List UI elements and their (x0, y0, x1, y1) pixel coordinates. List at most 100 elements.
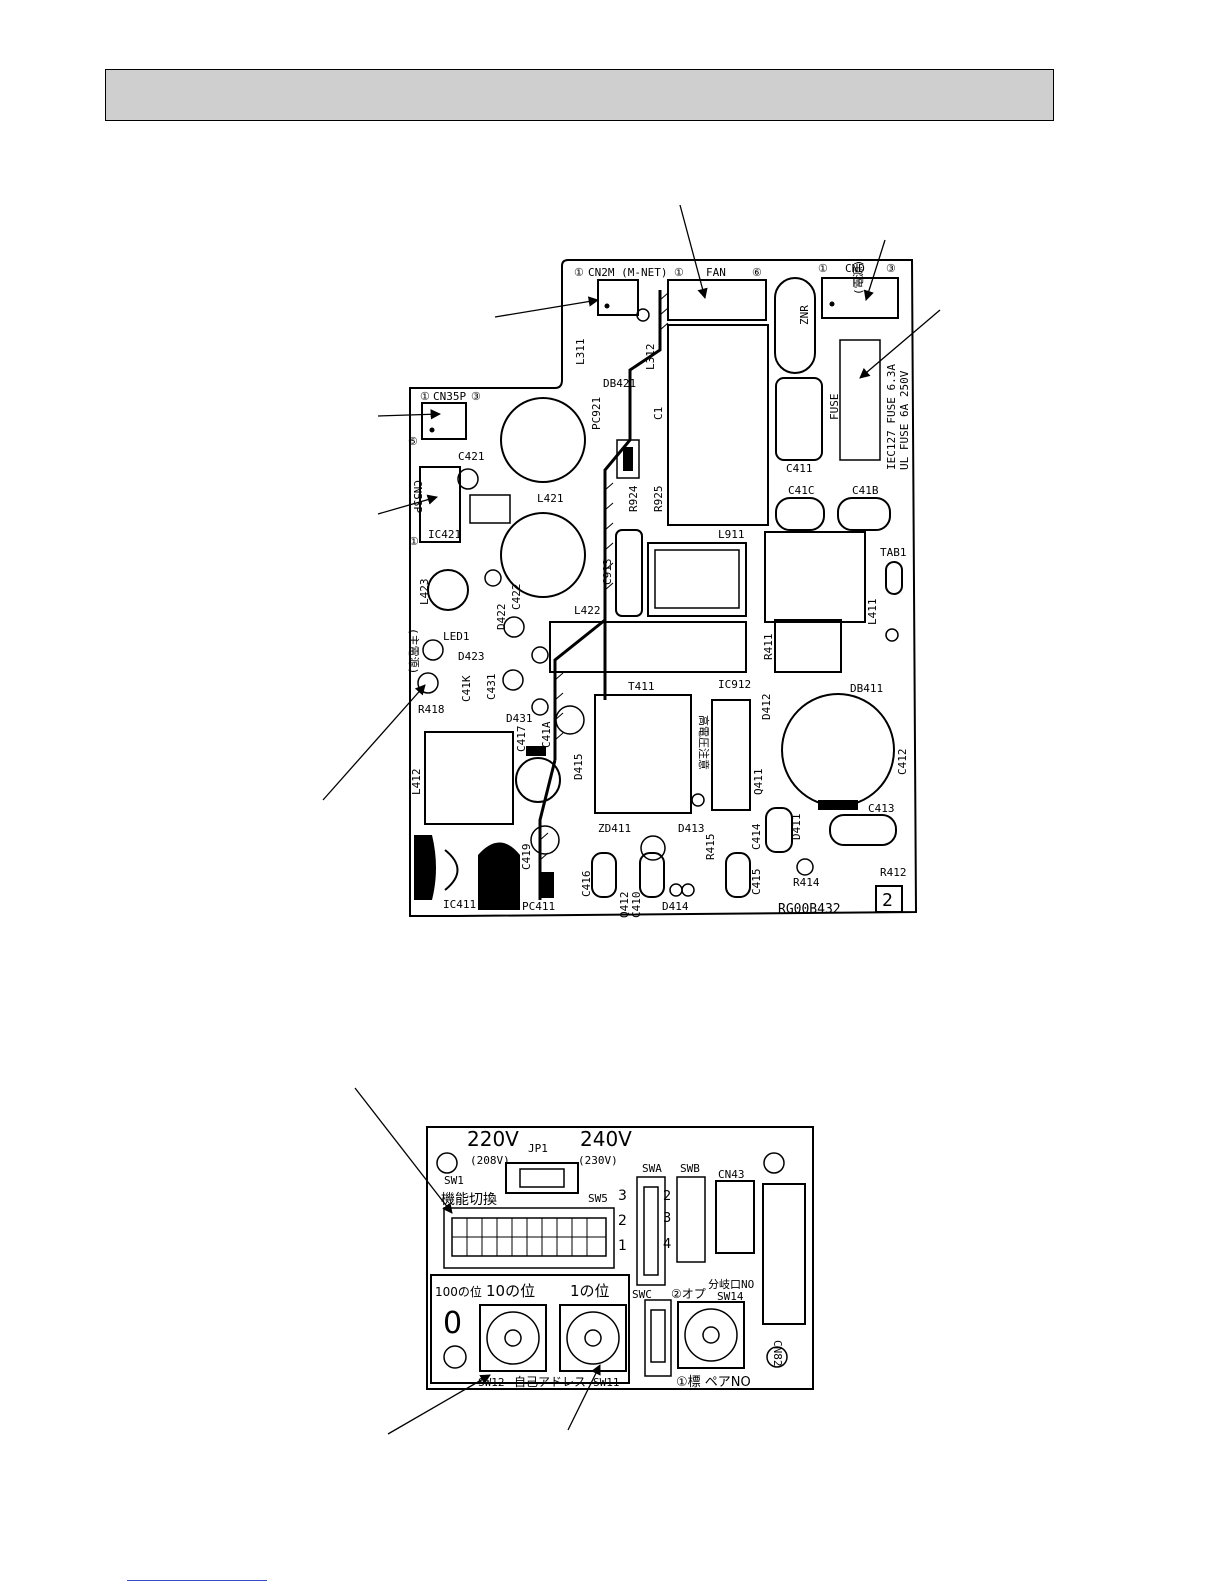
tab1 (885, 561, 903, 595)
led1-label: LED1 (443, 630, 470, 643)
d415-label: D415 (572, 754, 585, 781)
l423-inductor (427, 569, 469, 611)
c413-capacitor (829, 814, 897, 846)
pc921-label: PC921 (590, 397, 603, 430)
fuse-label: FUSE (828, 394, 841, 421)
sw-num-2: 2 (618, 1213, 627, 1229)
sw12-label: SW12 (478, 1376, 505, 1389)
c416-capacitor (591, 852, 617, 898)
l411-label: L411 (866, 599, 879, 626)
tens-label: 10の位 (486, 1282, 535, 1300)
pin-3-cn35p: ③ (471, 390, 481, 403)
sw-num-3: 3 (618, 1188, 627, 1204)
cn43-label: CN43 (718, 1168, 745, 1181)
c913-label: C913 (601, 559, 614, 586)
cnd-label: CND (845, 262, 865, 275)
pc411-block (478, 842, 520, 910)
main-board-outline (409, 259, 918, 917)
board-number-label: 2 (882, 890, 893, 911)
cn82-connector (762, 1183, 806, 1325)
l422-inductor (500, 512, 586, 598)
cn53p-connector (419, 466, 461, 543)
v240-label: 240V (580, 1127, 632, 1151)
pin-6-fan: ⑥ (752, 266, 762, 279)
swa-label: SWA (642, 1162, 662, 1175)
pin-1-cn2m: ① (574, 266, 584, 279)
r924-label: R924 (627, 485, 640, 512)
c41k-label: C41K (460, 675, 473, 702)
v230-label: (230V) (578, 1154, 618, 1167)
q411-block (711, 699, 751, 811)
header-bar (105, 69, 1054, 121)
l312-label: L312 (644, 344, 657, 371)
swa-switch (636, 1176, 666, 1286)
sw1-label: SW1 (444, 1174, 464, 1187)
l412-inductor (424, 731, 514, 825)
d413-label: D413 (678, 822, 705, 835)
swc-switch (644, 1299, 672, 1377)
power-label: (電源) (851, 260, 865, 295)
l421-label: L421 (537, 492, 564, 505)
sw1-dip-switch (443, 1207, 615, 1269)
ic912-block (549, 621, 747, 673)
swc-label: SWC (632, 1288, 652, 1301)
sw5-label: SW5 (588, 1192, 608, 1205)
sw14-label: SW14 (717, 1290, 744, 1303)
l421-inductor (500, 397, 586, 483)
cn43-connector (715, 1180, 755, 1254)
pin-1-cn53p: ① (409, 535, 419, 548)
c1-label: C1 (652, 407, 665, 420)
ic411-label: IC411 (443, 898, 476, 911)
c411-capacitor (775, 377, 823, 461)
board-number-box (875, 885, 903, 913)
db411-label: DB411 (850, 682, 883, 695)
d431-label: D431 (506, 712, 533, 725)
c410-capacitor (639, 852, 665, 898)
ones-label: 1の位 (570, 1282, 610, 1300)
c415-capacitor (725, 852, 751, 898)
small-parts (417, 308, 899, 897)
self-address-label: 自己アドレス (514, 1375, 586, 1389)
r411-label: R411 (762, 634, 775, 661)
sw11-rotary (559, 1304, 627, 1372)
cn82-label: CN82 (771, 1340, 784, 1367)
t411-label: T411 (628, 680, 655, 693)
ic421-label: IC421 (428, 528, 461, 541)
function-select-label: 機能切換 (441, 1192, 497, 1208)
ic411-block (414, 835, 436, 900)
l423-label: L423 (418, 579, 431, 606)
cn35p-connector (421, 402, 467, 440)
d412-label: D412 (760, 694, 773, 721)
r411-block (774, 619, 842, 673)
sub-board-holes (436, 1152, 788, 1369)
l911-label: L911 (718, 528, 745, 541)
branch-no-label: 分岐口NO (708, 1278, 754, 1291)
cn35p-label: CN35P (433, 390, 466, 403)
c414-label: C414 (750, 823, 763, 850)
c421-label: C421 (458, 450, 485, 463)
pair-no-label: ①標 ペアNO (676, 1375, 751, 1390)
l422-label: L422 (574, 604, 601, 617)
sw11-label: SW11 (593, 1376, 620, 1389)
pin-1-fan: ① (674, 266, 684, 279)
pin-1-cn35p: ① (420, 390, 430, 403)
footer-line (127, 1580, 267, 1581)
swb-switch (676, 1176, 706, 1263)
cn2m-label: CN2M (M-NET) (588, 266, 667, 279)
v220-label: 220V (467, 1127, 519, 1151)
l911-block (667, 324, 769, 526)
sw14-rotary (677, 1301, 745, 1369)
l911-inductor (647, 542, 747, 617)
zd411-label: ZD411 (598, 822, 631, 835)
fuse-holder (839, 339, 881, 461)
r418-label: R418 (418, 703, 445, 716)
fuse-rating-2: UL FUSE 6A 250V (898, 370, 911, 470)
swb-num-4: 4 (663, 1237, 671, 1252)
pin-5-cn53p: ⑤ (408, 435, 418, 448)
jp1-label: JP1 (528, 1142, 548, 1155)
pc411-label: PC411 (522, 900, 555, 913)
c419-label: C419 (520, 844, 533, 871)
c431-label: C431 (485, 674, 498, 701)
main-power-label: (主電源) (407, 628, 421, 674)
